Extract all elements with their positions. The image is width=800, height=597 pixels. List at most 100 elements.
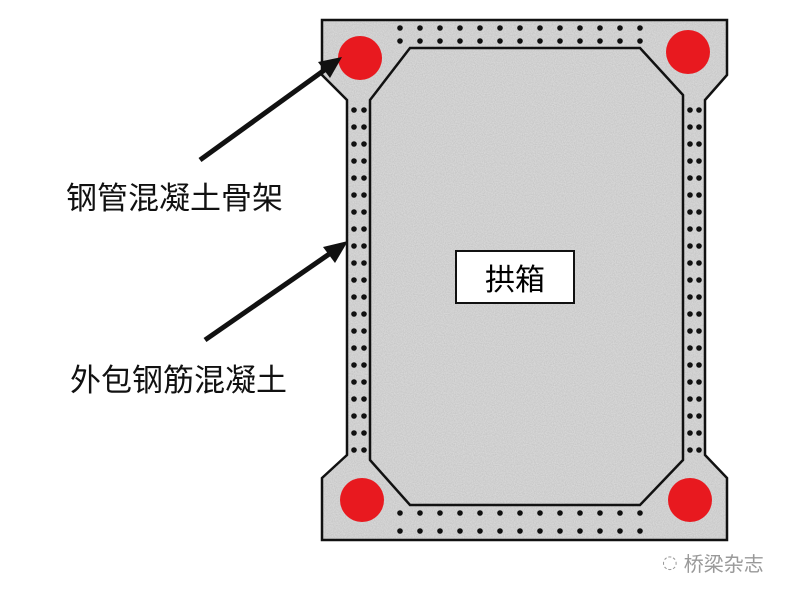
rebar-dot	[361, 141, 367, 147]
rebar-dot	[687, 447, 693, 453]
rebar-dot	[687, 362, 693, 368]
rebar-dot	[351, 379, 357, 385]
rebar-dot	[397, 25, 403, 31]
rebar-dot	[696, 141, 702, 147]
rebar-dot	[361, 226, 367, 232]
rebar-dot	[457, 510, 463, 516]
rebar-dot	[696, 243, 702, 249]
label-rc-encasement: 外包钢筋混凝土	[70, 363, 287, 399]
rebar-dot	[696, 260, 702, 266]
rebar-dot	[361, 175, 367, 181]
rebar-dot	[617, 510, 623, 516]
wechat-icon: ◌	[662, 552, 678, 573]
rebar-dot	[617, 528, 623, 534]
rebar-dot	[687, 328, 693, 334]
label-cfst-skeleton: 钢管混凝土骨架	[66, 181, 283, 217]
rebar-dots	[351, 25, 702, 534]
rebar-dot	[537, 25, 543, 31]
rebar-dot	[687, 430, 693, 436]
rebar-dot	[557, 510, 563, 516]
rebar-dot	[557, 38, 563, 44]
rebar-dot	[361, 396, 367, 402]
rebar-dot	[361, 243, 367, 249]
rebar-dot	[361, 362, 367, 368]
rebar-dot	[351, 277, 357, 283]
rebar-dot	[687, 192, 693, 198]
rebar-dot	[417, 25, 423, 31]
rebar-dot	[597, 528, 603, 534]
steel-tubes	[338, 30, 712, 522]
rebar-dot	[361, 328, 367, 334]
rebar-dot	[351, 345, 357, 351]
rebar-dot	[351, 396, 357, 402]
rebar-dot	[351, 430, 357, 436]
rebar-dot	[437, 38, 443, 44]
steel-tube-bottom-left	[340, 478, 384, 522]
rebar-dot	[361, 158, 367, 164]
rebar-dot	[597, 25, 603, 31]
rebar-dot	[397, 510, 403, 516]
rebar-dot	[361, 345, 367, 351]
rebar-dot	[351, 447, 357, 453]
rebar-dot	[361, 209, 367, 215]
rebar-dot	[687, 175, 693, 181]
rebar-dot	[687, 294, 693, 300]
rebar-dot	[696, 158, 702, 164]
rebar-dot	[577, 25, 583, 31]
rebar-dot	[437, 25, 443, 31]
rebar-dot	[351, 175, 357, 181]
rebar-dot	[517, 528, 523, 534]
rebar-dot	[351, 192, 357, 198]
rebar-dot	[477, 38, 483, 44]
rebar-dot	[351, 226, 357, 232]
rebar-dot	[577, 510, 583, 516]
rebar-dot	[477, 528, 483, 534]
rebar-dot	[696, 430, 702, 436]
rebar-dot	[351, 362, 357, 368]
rebar-dot	[687, 124, 693, 130]
rebar-dot	[687, 396, 693, 402]
rebar-dot	[637, 38, 643, 44]
rebar-dot	[537, 528, 543, 534]
rebar-dot	[361, 311, 367, 317]
rebar-dot	[687, 413, 693, 419]
rebar-dot	[696, 328, 702, 334]
rebar-dot	[351, 243, 357, 249]
rebar-dot	[361, 192, 367, 198]
rebar-dot	[617, 38, 623, 44]
rebar-dot	[457, 25, 463, 31]
rebar-dot	[696, 192, 702, 198]
rebar-dot	[361, 277, 367, 283]
rebar-dot	[537, 510, 543, 516]
rebar-dot	[517, 510, 523, 516]
rebar-dot	[696, 345, 702, 351]
rebar-dot	[497, 528, 503, 534]
arrows	[198, 57, 348, 343]
rebar-dot	[497, 510, 503, 516]
arrow-skeleton	[198, 63, 332, 163]
rebar-dot	[696, 107, 702, 113]
rebar-dot	[696, 413, 702, 419]
arrowhead-icon	[318, 57, 342, 78]
rebar-dot	[696, 226, 702, 232]
rebar-dot	[437, 510, 443, 516]
rebar-dot	[696, 124, 702, 130]
rebar-dot	[687, 158, 693, 164]
rebar-dot	[637, 528, 643, 534]
rebar-dot	[637, 25, 643, 31]
watermark-text: 桥梁杂志	[683, 552, 764, 576]
rebar-dot	[477, 510, 483, 516]
rebar-dot	[361, 294, 367, 300]
rebar-dot	[687, 260, 693, 266]
rebar-dot	[351, 413, 357, 419]
rebar-dot	[351, 260, 357, 266]
rebar-dot	[597, 38, 603, 44]
rebar-dot	[696, 311, 702, 317]
steel-tube-top-right	[666, 30, 710, 74]
rebar-dot	[457, 38, 463, 44]
rebar-dot	[517, 25, 523, 31]
rebar-dot	[687, 277, 693, 283]
rebar-dot	[351, 158, 357, 164]
rebar-dot	[687, 141, 693, 147]
rebar-dot	[397, 38, 403, 44]
